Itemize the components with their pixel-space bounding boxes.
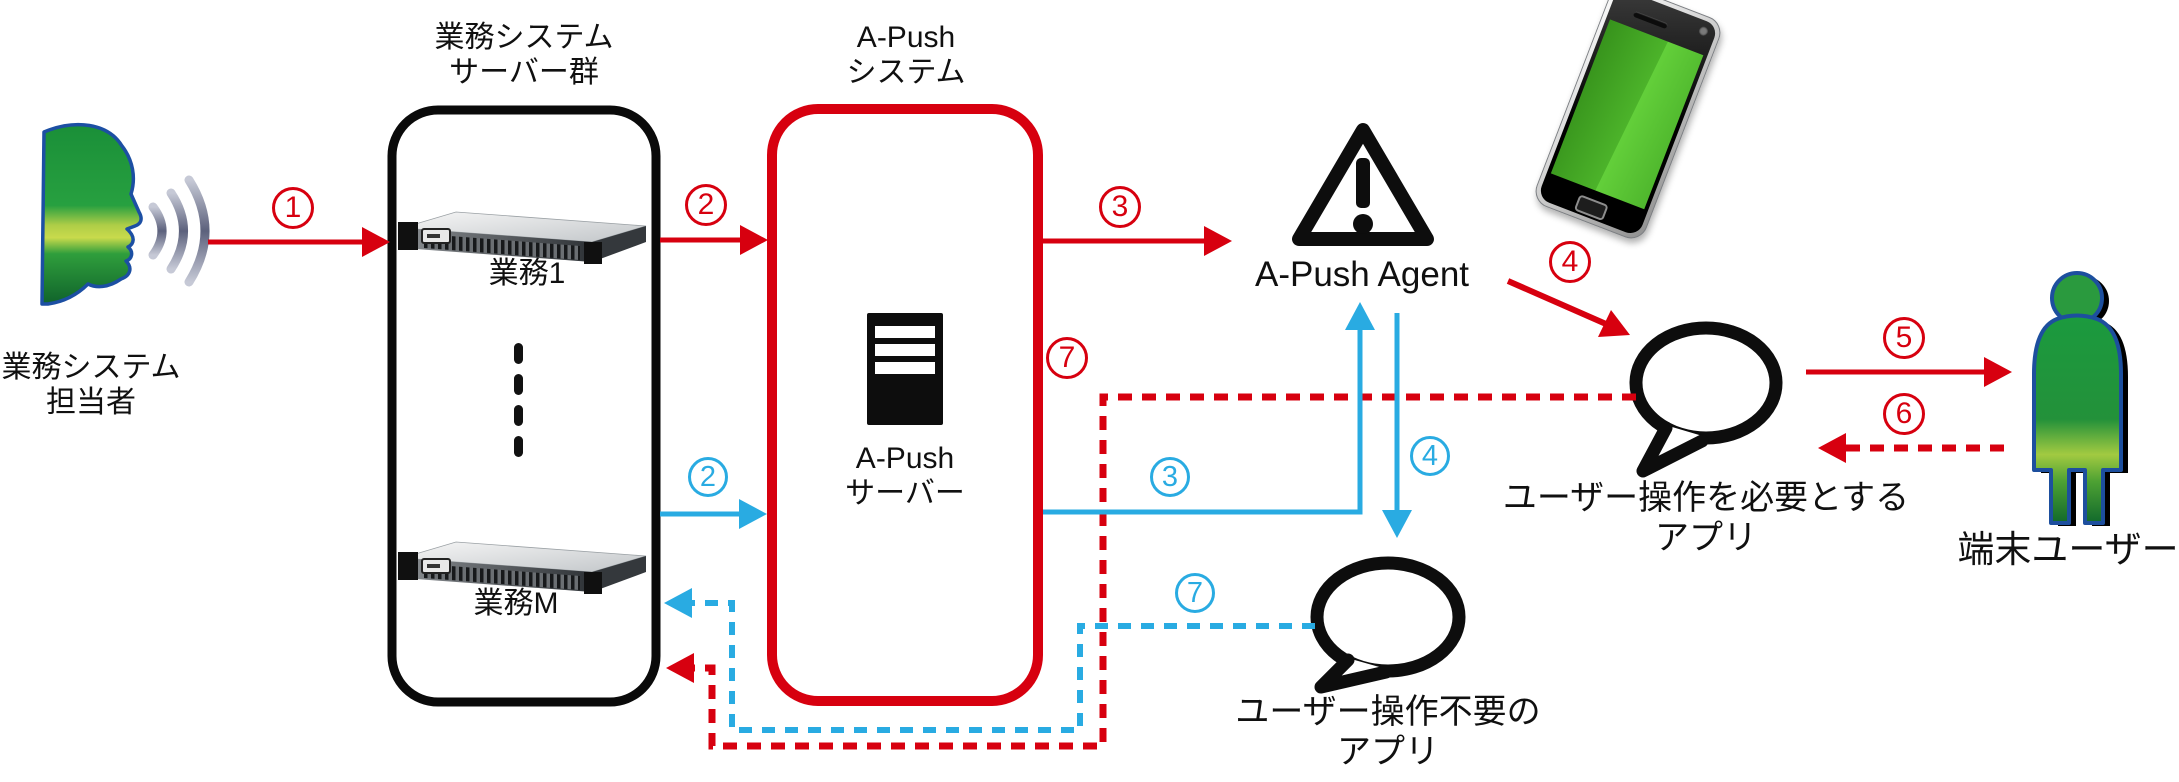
sound-waves-icon (148, 175, 210, 287)
person-icon (2032, 271, 2128, 526)
server-group-title-line1: 業務システム (434, 21, 614, 54)
warning-triangle-icon (1292, 123, 1434, 246)
app-user-required-line1: ユーザー操作を必要とする (1502, 479, 1910, 517)
smartphone-screen (1550, 19, 1704, 210)
actor-label-line1: 業務システム (1, 351, 181, 384)
apush-server-label-line2: サーバー (845, 477, 965, 511)
end-user-label: 端末ユーザー (1957, 529, 2179, 570)
apush-system-box (767, 104, 1043, 706)
agent-label: A-Push Agent (1254, 255, 1470, 294)
apush-system-title-line2: システム (846, 56, 966, 90)
tower-server-icon (867, 313, 943, 425)
apush-server-label: A-Push サーバー (845, 441, 965, 512)
step-5-red: 5 (1883, 317, 1925, 359)
smartphone-icon (1530, 0, 1726, 244)
app-user-required-line2: アプリ (1655, 519, 1757, 558)
step-7-blue: 7 (1175, 573, 1215, 613)
apush-system-title-line1: A-Push (856, 21, 956, 54)
actor-label: 業務システム 担当者 (1, 350, 180, 421)
step-3-red: 3 (1099, 186, 1141, 228)
step-3-blue: 3 (1150, 457, 1190, 497)
step-7-red: 7 (1046, 337, 1088, 379)
actor-label-line2: 担当者 (45, 386, 136, 420)
server-group-title-line2: サーバー群 (449, 56, 599, 90)
step-2-red: 2 (685, 184, 727, 226)
step-2-blue: 2 (688, 457, 728, 497)
server1-label: 業務1 (488, 257, 566, 290)
ellipsis-dots (514, 343, 523, 457)
speaking-head-icon (40, 122, 143, 306)
arrowhead-step6 (1818, 433, 1846, 463)
step-4-red: 4 (1549, 241, 1591, 283)
app-user-required-label: ユーザー操作を必要とする アプリ (1503, 478, 1909, 558)
apush-server-label-line1: A-Push (855, 442, 955, 475)
speech-bubble-user-required-icon (1629, 321, 1783, 478)
step-6-red: 6 (1883, 393, 1925, 435)
blue-flow-arrows (660, 302, 1412, 538)
arrowhead-step7-red (666, 653, 694, 683)
apush-system-title: A-Push システム (846, 20, 965, 91)
app-no-user-line1: ユーザー操作不要の (1235, 693, 1541, 731)
blue-dashed-arrow (692, 600, 1315, 733)
arrowhead-step7-blue (664, 588, 692, 618)
step-1-red: 1 (272, 187, 314, 229)
serverM-label: 業務M (473, 587, 559, 620)
speech-bubble-no-user-icon (1310, 556, 1466, 694)
red-flow-arrows (208, 225, 2012, 387)
step-4-blue: 4 (1410, 436, 1450, 476)
app-no-user-line2: アプリ (1336, 733, 1439, 772)
server-group-title: 業務システム サーバー群 (434, 20, 613, 91)
app-no-user-label: ユーザー操作不要の アプリ (1235, 692, 1540, 772)
